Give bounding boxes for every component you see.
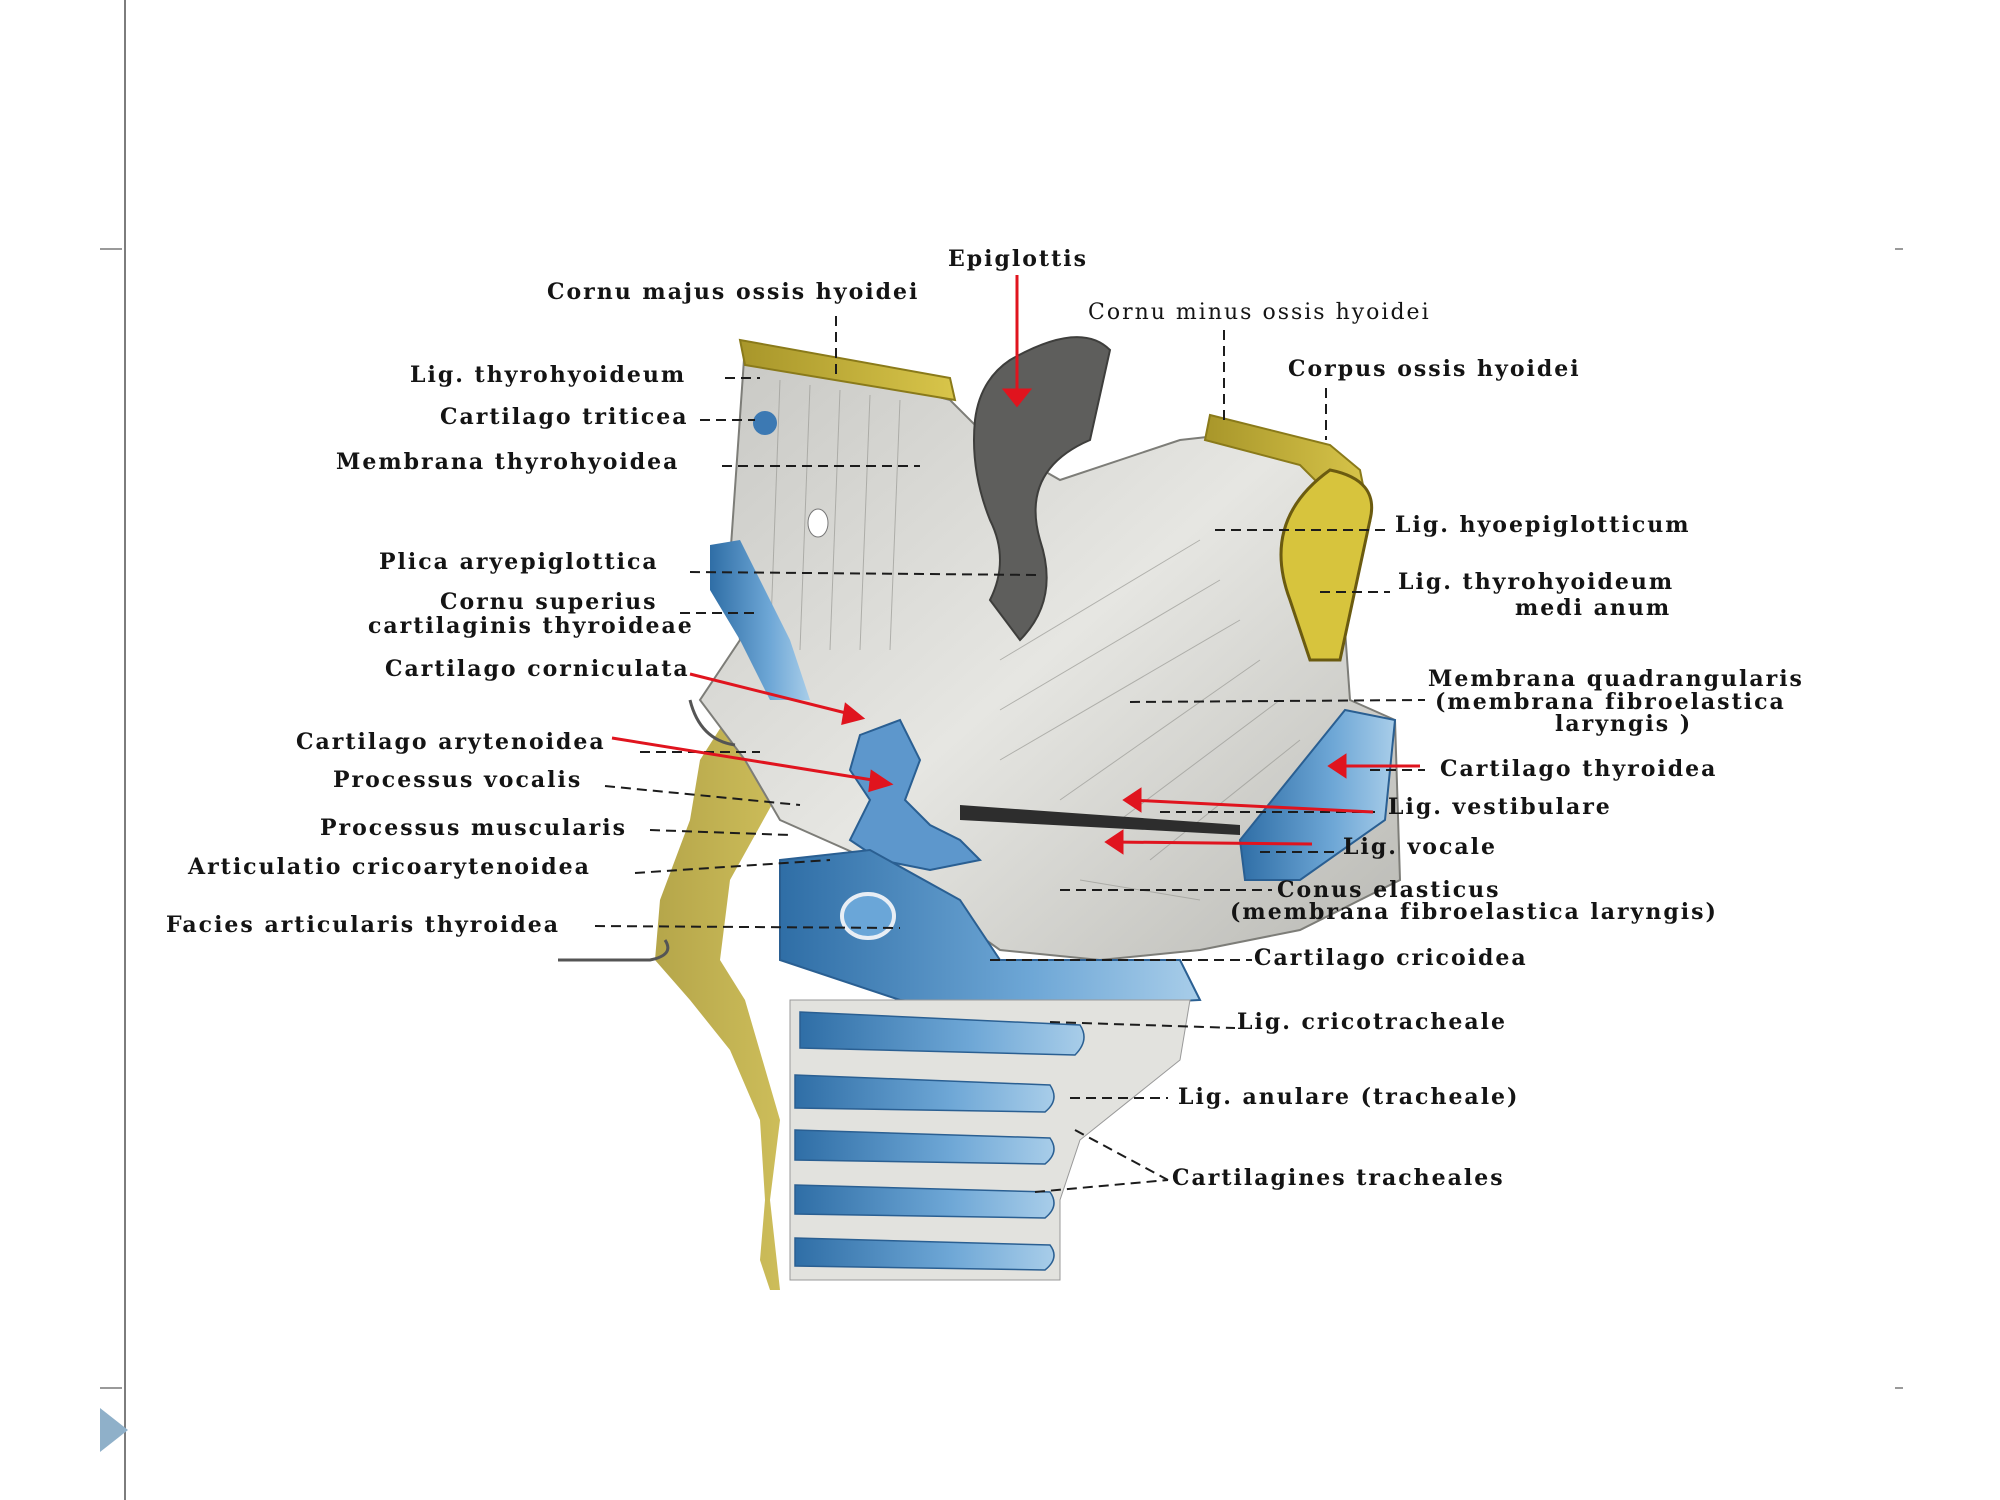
- arrow-head-vestibulare: [1122, 787, 1142, 813]
- posterior-soft-tissue: [655, 705, 870, 1290]
- label-corpus-ossis: Corpus ossis hyoidei: [1288, 356, 1581, 382]
- label-conus-elasticus-1: Conus elasticus: [1277, 877, 1501, 903]
- arrow-head-vocale: [1104, 829, 1124, 855]
- hyoid-bone: [738, 338, 957, 402]
- label-lig-thyrohyoideum: Lig. thyrohyoideum: [410, 362, 687, 388]
- epiglottis: [973, 336, 1112, 642]
- label-membrana-quadrangularis-2: (membrana fibroelastica: [1435, 689, 1786, 715]
- arrow-head-arytenoidea: [868, 769, 894, 793]
- label-cartilago-triticea: Cartilago triticea: [440, 404, 689, 430]
- label-conus-elasticus-2: (membrana fibroelastica laryngis): [1230, 899, 1718, 925]
- label-cartilago-corniculata: Cartilago corniculata: [385, 656, 690, 682]
- label-facies-articularis: Facies articularis thyroidea: [166, 912, 561, 938]
- tracheal-rings: [794, 1011, 1085, 1271]
- cricoid-cartilage: [779, 848, 1202, 1012]
- vocal-ligament: [960, 805, 1240, 835]
- label-cartilagines-tracheales: Cartilagines tracheales: [1172, 1165, 1505, 1191]
- label-processus-muscularis: Processus muscularis: [320, 815, 628, 841]
- label-membrana-thyrohyoidea: Membrana thyrohyoidea: [336, 449, 680, 475]
- leader-lines: [594, 316, 1426, 1193]
- label-cornu-minus: Cornu minus ossis hyoidei: [1088, 300, 1431, 325]
- hyoid-section: [1279, 468, 1374, 662]
- label-plica-aryepiglottica: Plica aryepiglottica: [379, 549, 659, 575]
- label-lig-vestibulare: Lig. vestibulare: [1388, 794, 1612, 820]
- foramen: [807, 508, 829, 538]
- facies-articularis: [840, 892, 896, 940]
- label-membrana-quadrangularis-3: laryngis ): [1555, 711, 1693, 737]
- label-processus-vocalis: Processus vocalis: [333, 767, 583, 793]
- label-lig-thyrohyoideum-medianum-2: medi anum: [1515, 595, 1672, 621]
- label-lig-vocale: Lig. vocale: [1343, 834, 1497, 860]
- label-lig-thyrohyoideum-medianum-1: Lig. thyrohyoideum: [1398, 569, 1675, 595]
- left-bottom-tick: [100, 1387, 122, 1389]
- label-cartilago-arytenoidea: Cartilago arytenoidea: [296, 729, 606, 755]
- play-triangle-icon[interactable]: [100, 1408, 128, 1452]
- right-bottom-tick: [1895, 1387, 1903, 1389]
- arrow-head-thyroidea: [1327, 753, 1347, 779]
- label-cartilago-thyroidea: Cartilago thyroidea: [1440, 756, 1718, 782]
- label-lig-hyoepiglotticum: Lig. hyoepiglotticum: [1395, 512, 1691, 538]
- arrow-head-corniculata: [841, 702, 866, 726]
- slide-left-rule: [124, 0, 126, 1500]
- label-cartilago-cricoidea: Cartilago cricoidea: [1254, 945, 1528, 971]
- label-lig-cricotracheale: Lig. cricotracheale: [1237, 1009, 1507, 1035]
- arytenoid-cartilage: [848, 718, 983, 872]
- label-articulatio: Articulatio cricoarytenoidea: [188, 854, 591, 880]
- label-lig-anulare: Lig. anulare (tracheale): [1178, 1084, 1520, 1110]
- left-top-tick: [100, 248, 122, 250]
- thyroid-superior-horn: [710, 540, 810, 700]
- arrow-head-epiglottis: [1001, 388, 1033, 408]
- red-arrows: [611, 275, 1420, 855]
- label-epiglottis: Epiglottis: [948, 246, 1088, 272]
- label-cornu-superius-1: Cornu superius: [440, 589, 658, 615]
- label-membrana-quadrangularis-1: Membrana quadrangularis: [1428, 666, 1804, 692]
- cartilago-triticea-node: [753, 411, 777, 435]
- retractor-hooks: [558, 699, 736, 962]
- right-top-tick: [1895, 248, 1903, 250]
- label-cornu-superius-2: cartilaginis thyroideae: [368, 613, 694, 639]
- label-cornu-majus: Cornu majus ossis hyoidei: [547, 279, 920, 305]
- thyroid-cartilage-plate: [1238, 708, 1397, 881]
